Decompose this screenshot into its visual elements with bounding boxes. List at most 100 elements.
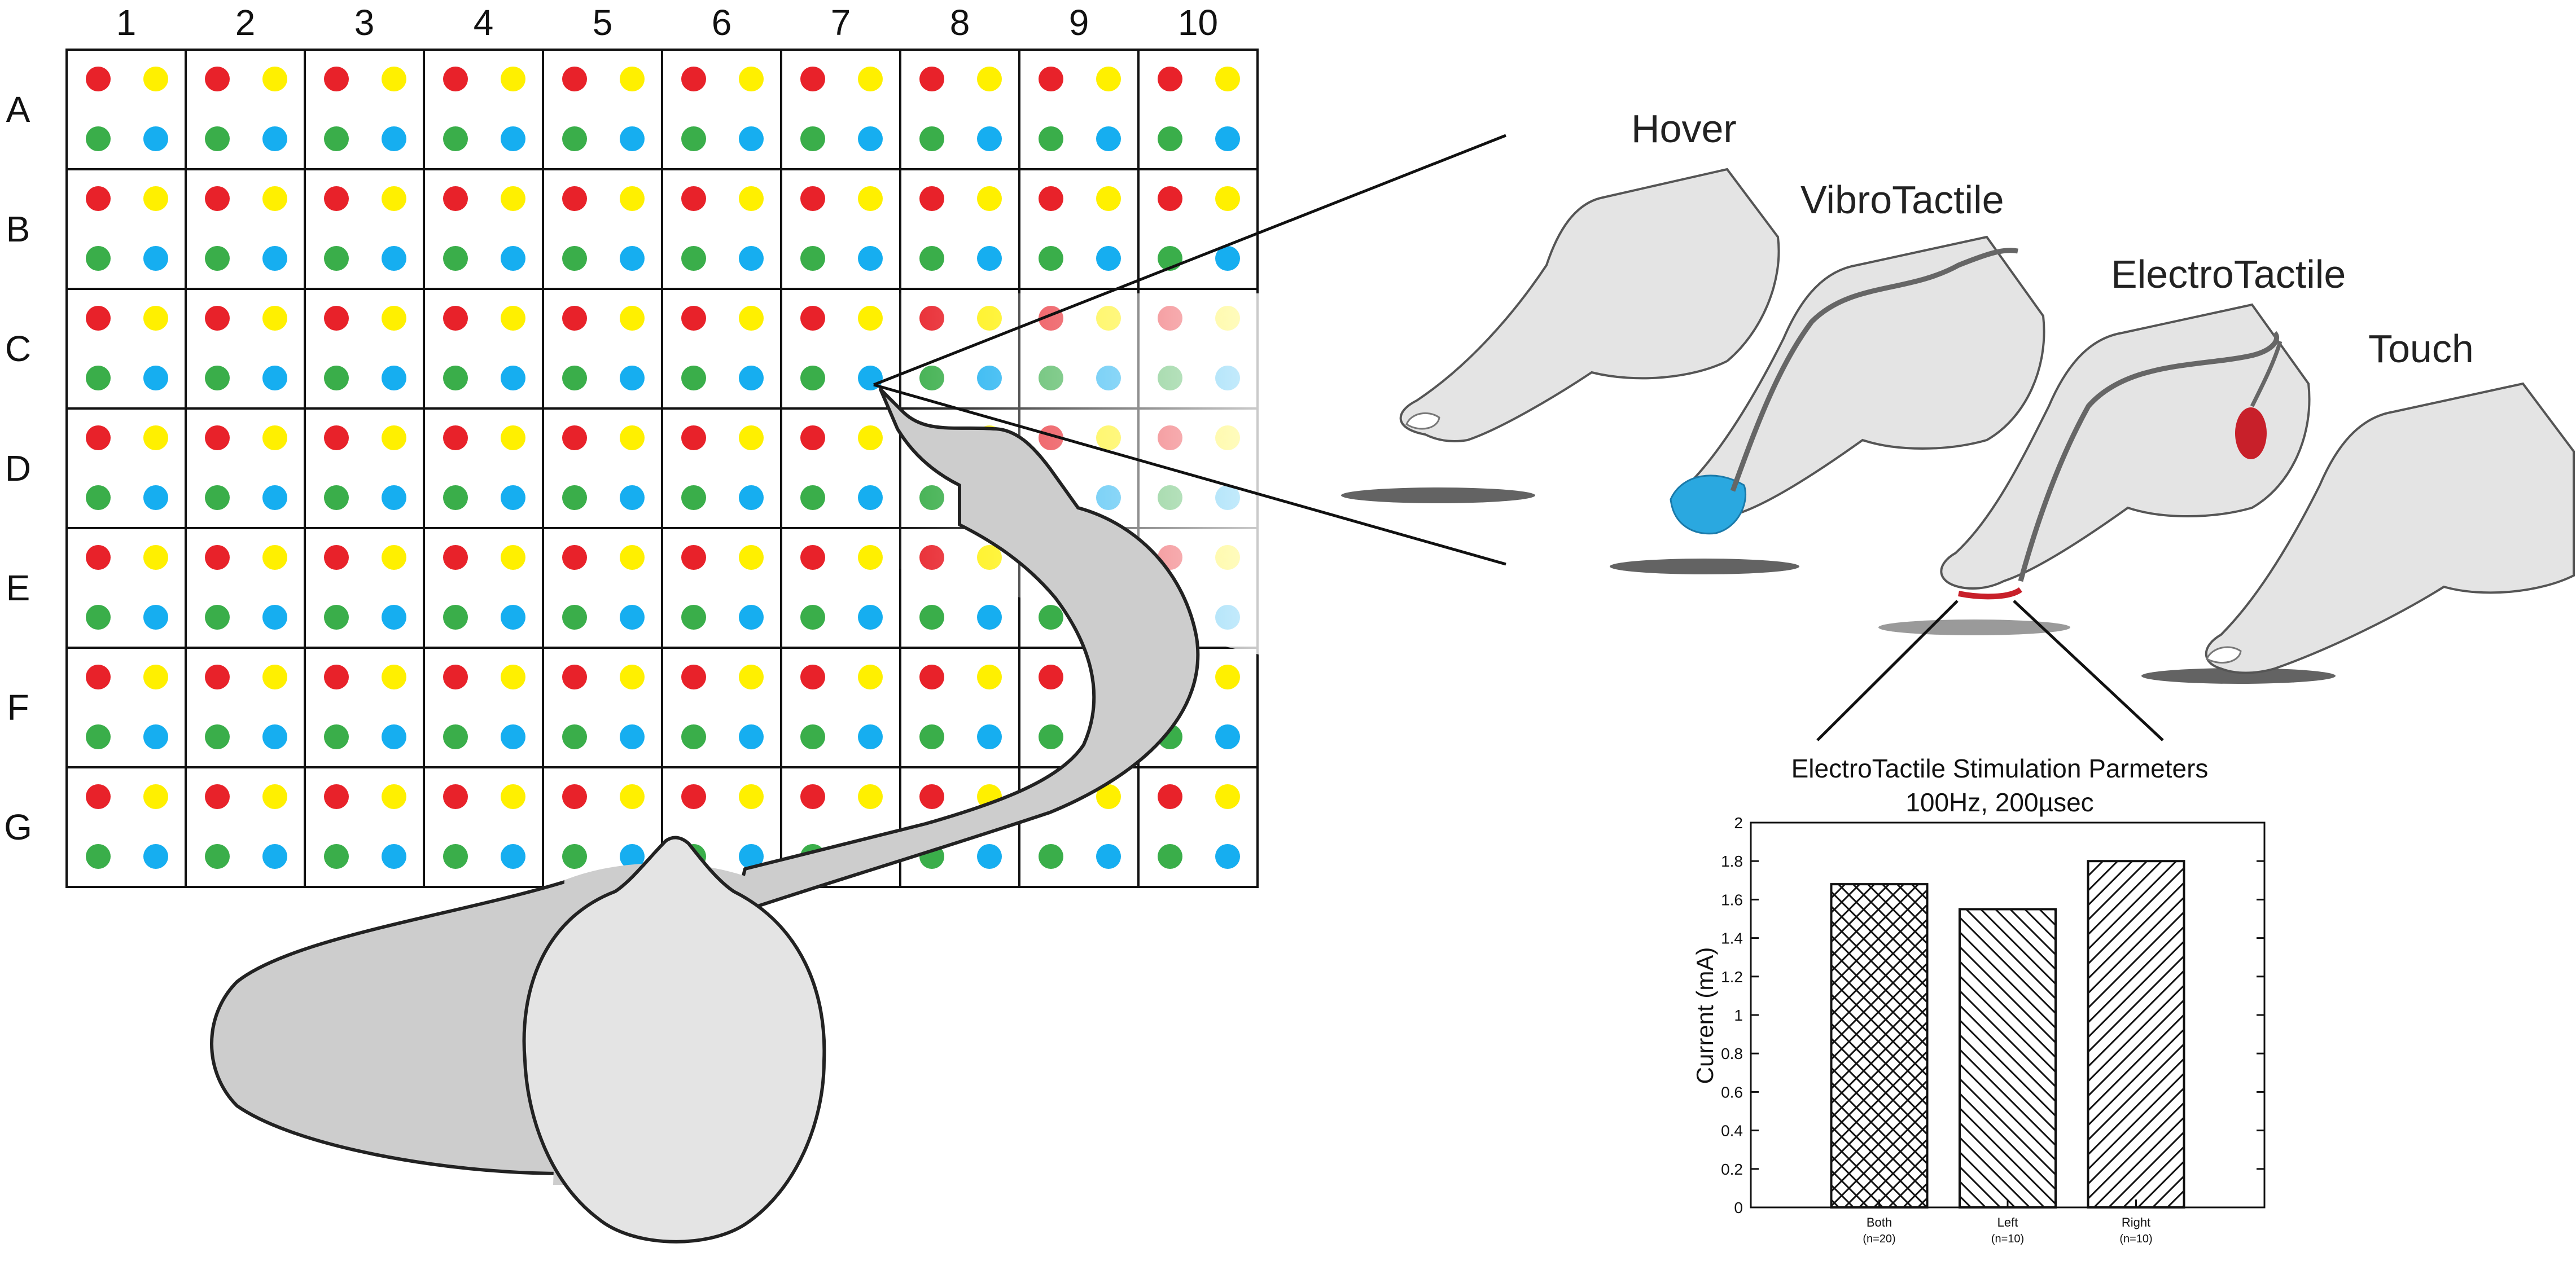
- target-dot[interactable]: [262, 425, 287, 450]
- target-dot[interactable]: [86, 784, 111, 809]
- target-dot[interactable]: [739, 545, 764, 570]
- target-dot[interactable]: [858, 784, 883, 809]
- target-dot[interactable]: [977, 186, 1002, 211]
- target-dot[interactable]: [562, 485, 587, 510]
- target-dot[interactable]: [562, 67, 587, 91]
- grid-cell[interactable]: [423, 527, 544, 649]
- target-dot[interactable]: [143, 545, 168, 570]
- target-dot[interactable]: [858, 126, 883, 151]
- target-dot[interactable]: [1215, 67, 1240, 91]
- target-dot[interactable]: [800, 485, 825, 510]
- target-dot[interactable]: [1039, 605, 1063, 630]
- target-dot[interactable]: [501, 425, 525, 450]
- grid-cell[interactable]: [1018, 49, 1140, 170]
- target-dot[interactable]: [1039, 246, 1063, 271]
- target-dot[interactable]: [1158, 126, 1182, 151]
- grid-cell[interactable]: [661, 49, 782, 170]
- target-dot[interactable]: [501, 246, 525, 271]
- target-dot[interactable]: [443, 246, 468, 271]
- target-dot[interactable]: [501, 605, 525, 630]
- target-dot[interactable]: [858, 605, 883, 630]
- target-dot[interactable]: [739, 485, 764, 510]
- target-dot[interactable]: [262, 366, 287, 390]
- target-dot[interactable]: [1215, 844, 1240, 869]
- target-dot[interactable]: [858, 67, 883, 91]
- target-dot[interactable]: [205, 246, 230, 271]
- target-dot[interactable]: [143, 605, 168, 630]
- target-dot[interactable]: [86, 485, 111, 510]
- target-dot[interactable]: [562, 186, 587, 211]
- grid-cell[interactable]: [304, 647, 425, 768]
- grid-cell[interactable]: [1137, 766, 1259, 888]
- target-dot[interactable]: [739, 425, 764, 450]
- target-dot[interactable]: [143, 844, 168, 869]
- target-dot[interactable]: [443, 724, 468, 749]
- target-dot[interactable]: [382, 605, 406, 630]
- target-dot[interactable]: [324, 665, 349, 689]
- target-dot[interactable]: [382, 724, 406, 749]
- target-dot[interactable]: [501, 186, 525, 211]
- target-dot[interactable]: [977, 724, 1002, 749]
- target-dot[interactable]: [143, 126, 168, 151]
- target-dot[interactable]: [382, 306, 406, 331]
- target-dot[interactable]: [620, 67, 645, 91]
- target-dot[interactable]: [739, 246, 764, 271]
- target-dot[interactable]: [977, 665, 1002, 689]
- target-dot[interactable]: [562, 366, 587, 390]
- grid-cell[interactable]: [304, 168, 425, 290]
- target-dot[interactable]: [205, 485, 230, 510]
- grid-cell[interactable]: [65, 766, 187, 888]
- target-dot[interactable]: [86, 306, 111, 331]
- target-dot[interactable]: [1215, 784, 1240, 809]
- grid-cell[interactable]: [542, 647, 663, 768]
- target-dot[interactable]: [562, 126, 587, 151]
- grid-cell[interactable]: [780, 527, 901, 649]
- grid-cell[interactable]: [780, 647, 901, 768]
- target-dot[interactable]: [681, 186, 706, 211]
- target-dot[interactable]: [501, 67, 525, 91]
- target-dot[interactable]: [681, 126, 706, 151]
- target-dot[interactable]: [501, 126, 525, 151]
- grid-cell[interactable]: [185, 647, 306, 768]
- grid-cell[interactable]: [423, 49, 544, 170]
- target-dot[interactable]: [620, 844, 645, 869]
- target-dot[interactable]: [1039, 665, 1063, 689]
- target-dot[interactable]: [324, 605, 349, 630]
- target-dot[interactable]: [382, 844, 406, 869]
- grid-cell[interactable]: [899, 647, 1020, 768]
- target-dot[interactable]: [86, 126, 111, 151]
- target-dot[interactable]: [501, 724, 525, 749]
- grid-cell[interactable]: [423, 168, 544, 290]
- target-dot[interactable]: [1039, 724, 1063, 749]
- target-dot[interactable]: [800, 605, 825, 630]
- grid-cell[interactable]: [304, 407, 425, 529]
- target-dot[interactable]: [501, 844, 525, 869]
- target-dot[interactable]: [1039, 186, 1063, 211]
- target-dot[interactable]: [262, 246, 287, 271]
- target-dot[interactable]: [262, 844, 287, 869]
- target-dot[interactable]: [800, 306, 825, 331]
- target-dot[interactable]: [681, 425, 706, 450]
- target-dot[interactable]: [86, 186, 111, 211]
- target-dot[interactable]: [205, 366, 230, 390]
- grid-cell[interactable]: [185, 766, 306, 888]
- target-dot[interactable]: [739, 605, 764, 630]
- target-dot[interactable]: [620, 485, 645, 510]
- target-dot[interactable]: [858, 545, 883, 570]
- target-dot[interactable]: [858, 724, 883, 749]
- target-dot[interactable]: [1158, 784, 1182, 809]
- target-dot[interactable]: [739, 67, 764, 91]
- grid-cell[interactable]: [185, 168, 306, 290]
- grid-cell[interactable]: [899, 168, 1020, 290]
- target-dot[interactable]: [681, 67, 706, 91]
- target-dot[interactable]: [562, 306, 587, 331]
- grid-cell[interactable]: [423, 407, 544, 529]
- target-dot[interactable]: [977, 246, 1002, 271]
- target-dot[interactable]: [324, 425, 349, 450]
- target-dot[interactable]: [86, 425, 111, 450]
- target-dot[interactable]: [205, 67, 230, 91]
- target-dot[interactable]: [1096, 186, 1121, 211]
- target-dot[interactable]: [620, 186, 645, 211]
- target-dot[interactable]: [681, 605, 706, 630]
- grid-cell[interactable]: [185, 288, 306, 410]
